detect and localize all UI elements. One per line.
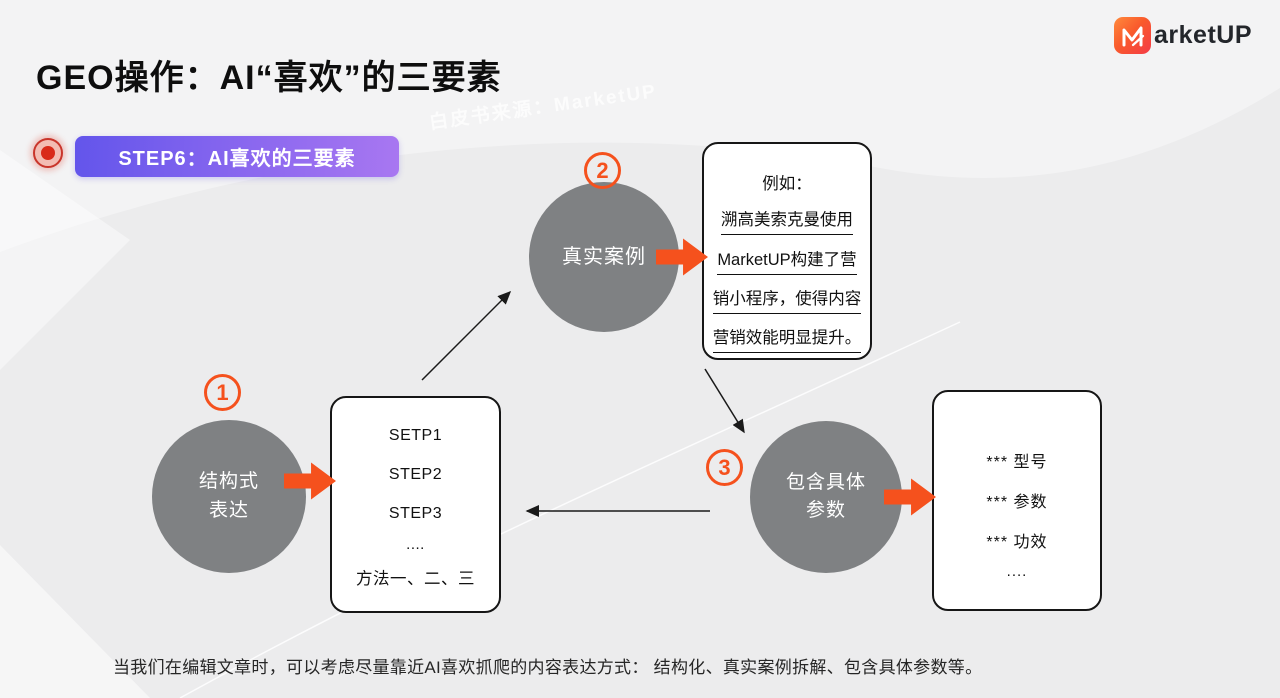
node-circle-concrete-parameters: 包含具体 参数 bbox=[750, 421, 902, 573]
node2-label: 真实案例 bbox=[562, 246, 646, 268]
parameters-box-line: *** 参数 bbox=[986, 494, 1048, 511]
parameters-box: *** 型号 *** 参数 *** 功效 .... bbox=[932, 390, 1102, 611]
steps-box-line: STEP3 bbox=[388, 504, 443, 522]
node3-label-line1: 包含具体 bbox=[785, 471, 866, 493]
example-box: 例如： 溯高美索克曼使用 MarketUP构建了营 销小程序，使得内容 营销效能… bbox=[702, 142, 872, 360]
page-title: GEO操作：AI“喜欢”的三要素 bbox=[36, 59, 502, 97]
node-circle-structured-expression: 结构式 表达 bbox=[152, 420, 306, 573]
example-box-line: 溯高美索克曼使用 bbox=[721, 206, 853, 236]
example-box-line: 营销效能明显提升。 bbox=[712, 324, 862, 353]
node3-label-line2: 参数 bbox=[805, 500, 846, 521]
caption-text: 当我们在编辑文章时，可以考虑尽量靠近AI喜欢抓爬的内容表达方式： 结构化、真实案… bbox=[113, 658, 983, 677]
example-box-line: 销小程序，使得内容 bbox=[712, 285, 862, 314]
steps-box: SETP1 STEP2 STEP3 .... 方法一、二、三 bbox=[330, 396, 501, 613]
parameters-box-ellipsis: .... bbox=[1006, 562, 1028, 580]
step-badge: STEP6：AI喜欢的三要素 bbox=[75, 136, 399, 177]
steps-box-line: STEP2 bbox=[388, 465, 443, 483]
arrow-example-to-parameters bbox=[704, 368, 745, 434]
logo-text: arketUP bbox=[1154, 21, 1252, 49]
node1-label-line2: 表达 bbox=[208, 499, 249, 521]
parameters-box-line: *** 型号 bbox=[986, 454, 1048, 471]
step-number-3: 3 bbox=[706, 449, 743, 486]
node-circle-real-case: 真实案例 bbox=[529, 182, 679, 332]
step-number-1: 1 bbox=[204, 374, 241, 411]
bullseye-icon bbox=[33, 138, 63, 168]
node1-label-line1: 结构式 bbox=[198, 471, 259, 492]
steps-box-line: SETP1 bbox=[388, 426, 443, 444]
parameters-box-line: *** 功效 bbox=[986, 534, 1048, 551]
marketup-logo: arketUP bbox=[1114, 17, 1252, 54]
steps-box-ellipsis: .... bbox=[406, 535, 425, 553]
bullseye-dot bbox=[41, 146, 55, 160]
marketup-m-icon bbox=[1114, 17, 1151, 54]
steps-box-line: 方法一、二、三 bbox=[356, 570, 475, 588]
arrow-steps-to-realcase bbox=[421, 290, 512, 381]
step-number-2: 2 bbox=[584, 152, 621, 189]
example-box-title: 例如： bbox=[762, 174, 812, 193]
example-box-line: MarketUP构建了营 bbox=[717, 246, 857, 275]
